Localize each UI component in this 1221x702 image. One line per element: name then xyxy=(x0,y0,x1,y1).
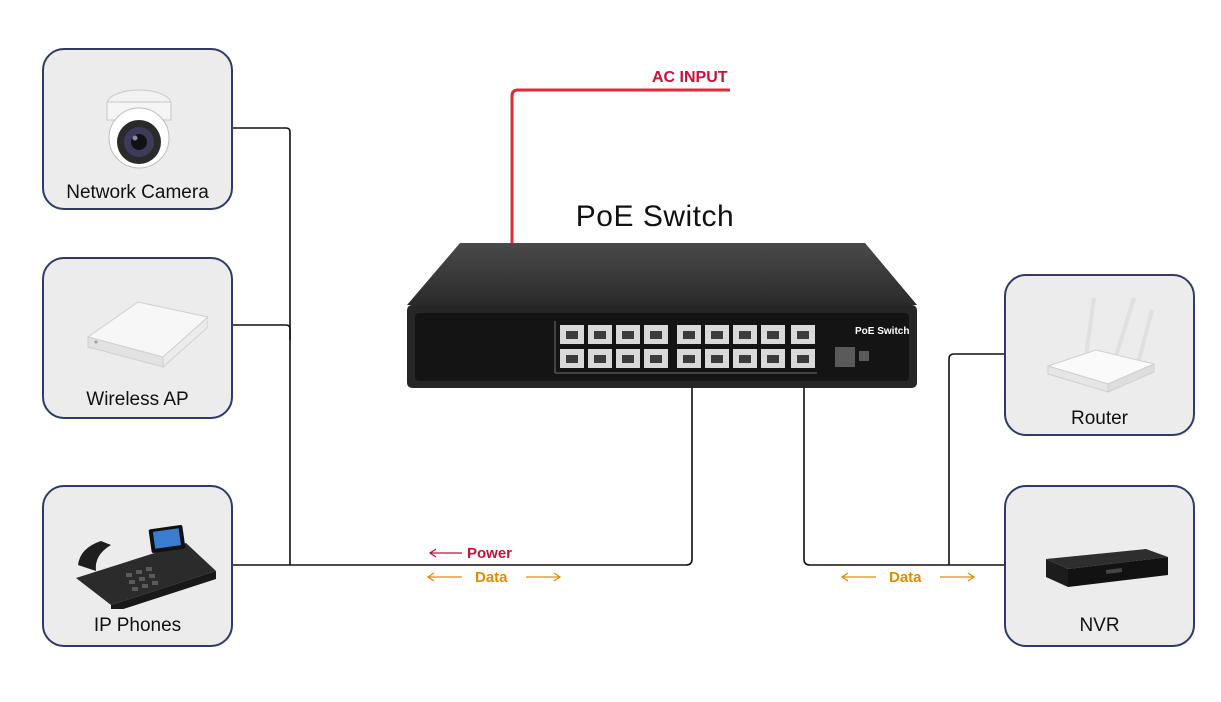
nvr-label: NVR xyxy=(1079,615,1120,636)
switch-badge-label: PoE Switch xyxy=(855,326,910,337)
ac-input-line xyxy=(510,88,730,260)
ap-link xyxy=(233,324,291,340)
ip-phone-icon xyxy=(76,525,216,609)
router-label: Router xyxy=(1070,408,1129,429)
diagram-title: PoE Switch xyxy=(575,200,735,233)
power-label: Power xyxy=(467,545,513,562)
nvr-icon xyxy=(1046,549,1168,587)
poe-switch-icon xyxy=(407,243,917,388)
data-arrow-left-icon xyxy=(426,572,562,582)
access-point-icon xyxy=(86,301,208,369)
router-icon xyxy=(1046,297,1156,393)
phone-link xyxy=(233,388,693,566)
nvr-card: NVR xyxy=(1004,485,1195,647)
ip-phones-label: IP Phones xyxy=(93,615,182,636)
network-camera-label: Network Camera xyxy=(66,182,209,203)
router-card: Router xyxy=(1004,274,1195,436)
router-link xyxy=(948,353,1004,565)
camera-link xyxy=(233,127,291,565)
power-arrow-icon xyxy=(428,548,462,558)
data-label-right: Data xyxy=(889,569,922,586)
ac-input-label: AC INPUT xyxy=(652,69,728,86)
network-camera-card: Network Camera xyxy=(42,48,233,210)
uplink-line xyxy=(803,388,1004,566)
wireless-ap-card: Wireless AP xyxy=(42,257,233,419)
data-label-left: Data xyxy=(475,569,508,586)
camera-icon xyxy=(106,89,172,169)
wireless-ap-label: Wireless AP xyxy=(86,389,189,410)
ip-phones-card: IP Phones xyxy=(42,485,233,647)
data-arrow-right-icon xyxy=(840,572,976,582)
